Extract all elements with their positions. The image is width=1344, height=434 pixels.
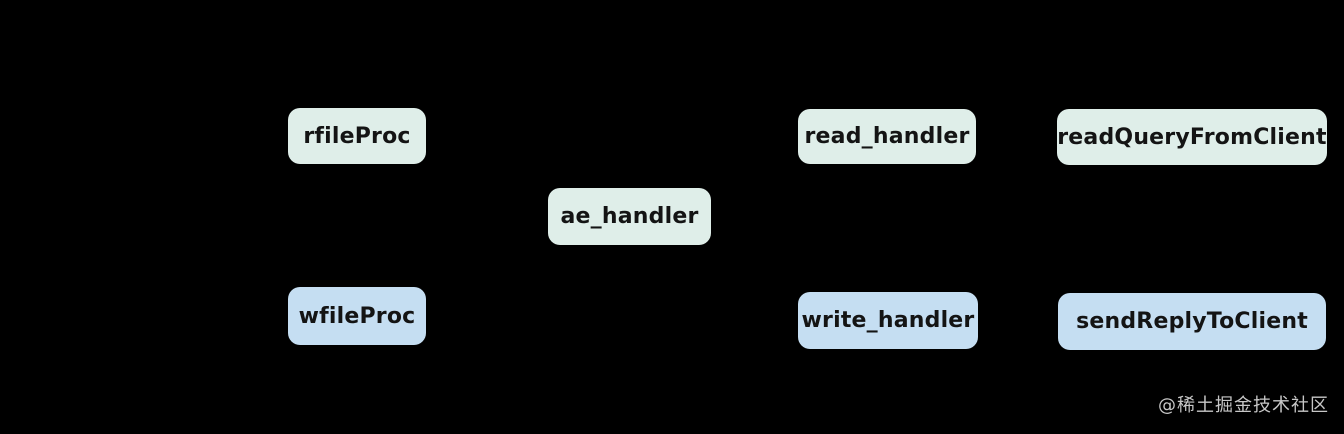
node-label: ae_handler xyxy=(560,204,699,229)
node-readqueryfromclient: readQueryFromClient xyxy=(1057,109,1327,165)
node-write-handler: write_handler xyxy=(798,292,978,349)
node-label: read_handler xyxy=(804,124,970,149)
node-label: readQueryFromClient xyxy=(1057,124,1327,150)
node-read-handler: read_handler xyxy=(798,109,976,164)
node-ae-handler: ae_handler xyxy=(548,188,711,245)
watermark: @稀土掘金技术社区 xyxy=(1158,395,1329,416)
node-label: rfileProc xyxy=(303,123,411,149)
node-wfileproc: wfileProc xyxy=(288,287,426,345)
node-label: wfileProc xyxy=(298,303,416,329)
node-rfileproc: rfileProc xyxy=(288,108,426,164)
node-sendreplytoclient: sendReplyToClient xyxy=(1058,293,1326,350)
node-label: sendReplyToClient xyxy=(1076,309,1308,334)
node-label: write_handler xyxy=(801,308,975,333)
